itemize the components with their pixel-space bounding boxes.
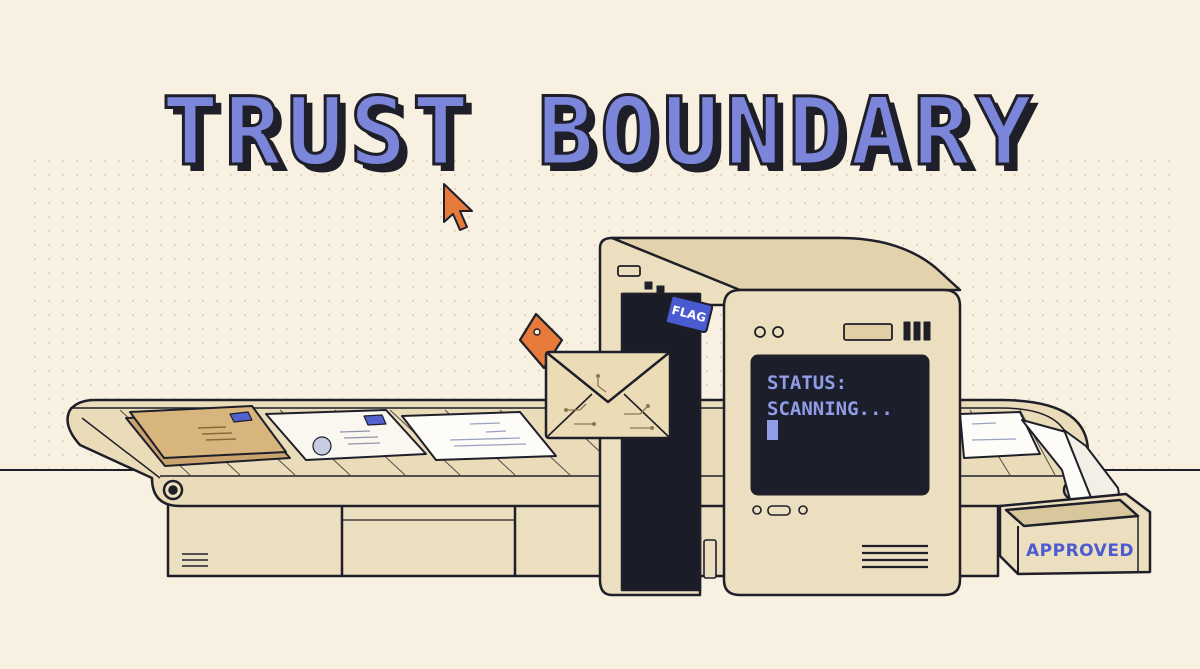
approved-tray: [998, 492, 1152, 576]
plain-letter: [401, 411, 557, 461]
cursor-arrow-icon: [443, 183, 473, 231]
status-line-label: STATUS:: [767, 372, 848, 394]
flag-badge: [664, 294, 714, 334]
white-envelope: [265, 409, 427, 461]
approved-label: APPROVED: [1026, 541, 1135, 561]
status-line-value: SCANNING...: [767, 398, 893, 420]
screen-cursor: [767, 420, 778, 440]
scanner-console: [722, 288, 962, 597]
kraft-envelope: [125, 405, 291, 467]
exiting-letter: [959, 411, 1041, 459]
page-title: TRUST BOUNDARY: [160, 77, 1039, 189]
scanner-screen: STATUS: SCANNING...: [767, 370, 893, 422]
scanner-tunnel: [598, 236, 962, 597]
envelope-icon: [544, 350, 672, 440]
